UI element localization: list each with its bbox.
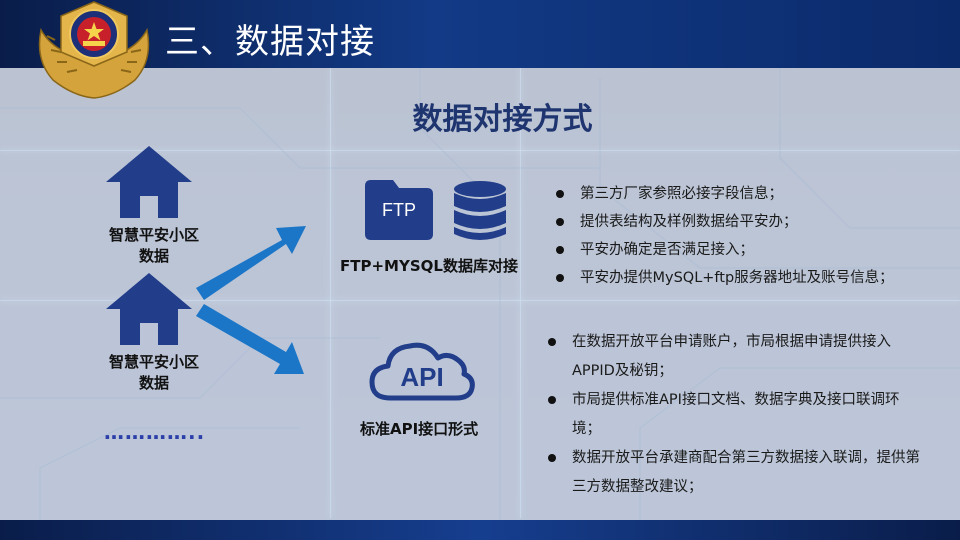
ftp-steps-list: 第三方厂家参照必接字段信息； 提供表结构及样例数据给平安办； 平安办确定是否满足…	[552, 180, 952, 292]
source-label-line2: 数据	[138, 247, 169, 265]
more-sources-ellipsis: …………..	[104, 420, 206, 444]
list-item: 提供表结构及样例数据给平安办；	[552, 208, 952, 236]
source-label: 智慧平安小区 数据	[84, 225, 224, 267]
circuit-background	[0, 68, 960, 520]
list-item: 平安办确定是否满足接入；	[552, 236, 952, 264]
list-item: 市局提供标准API接口文档、数据字典及接口联调环境；	[544, 386, 924, 444]
ftp-icon-text: FTP	[382, 200, 416, 220]
api-icon-text: API	[400, 362, 444, 392]
api-cloud-icon	[369, 342, 475, 401]
source-label-line1: 智慧平安小区	[108, 226, 199, 244]
arrow-down-right-icon	[196, 304, 304, 374]
source-label-line2: 数据	[138, 374, 169, 392]
section-heading: 数据对接方式	[412, 102, 593, 137]
footer-bar	[0, 520, 960, 540]
source-label: 智慧平安小区 数据	[84, 352, 224, 394]
list-item: 在数据开放平台申请账户，市局根据申请提供接入APPID及秘钥；	[544, 328, 924, 386]
api-method-caption: 标准API接口形式	[360, 420, 479, 438]
list-item: 第三方厂家参照必接字段信息；	[552, 180, 952, 208]
ftp-folder-icon	[365, 180, 433, 240]
ftp-method-caption: FTP+MYSQL数据库对接	[340, 257, 518, 275]
slide-title: 三、数据对接	[165, 22, 375, 62]
house-icon	[106, 273, 192, 345]
list-item: 平安办提供MySQL+ftp服务器地址及账号信息；	[552, 264, 952, 292]
list-item: 数据开放平台承建商配合第三方数据接入联调，提供第三方数据整改建议；	[544, 444, 924, 502]
source-label-line1: 智慧平安小区	[108, 353, 199, 371]
database-icon	[454, 181, 506, 240]
api-steps-list: 在数据开放平台申请账户，市局根据申请提供接入APPID及秘钥； 市局提供标准AP…	[544, 328, 924, 502]
arrow-up-right-icon	[196, 226, 306, 300]
house-icon	[106, 146, 192, 218]
header-bar	[0, 0, 960, 68]
police-emblem-icon	[38, 1, 150, 99]
